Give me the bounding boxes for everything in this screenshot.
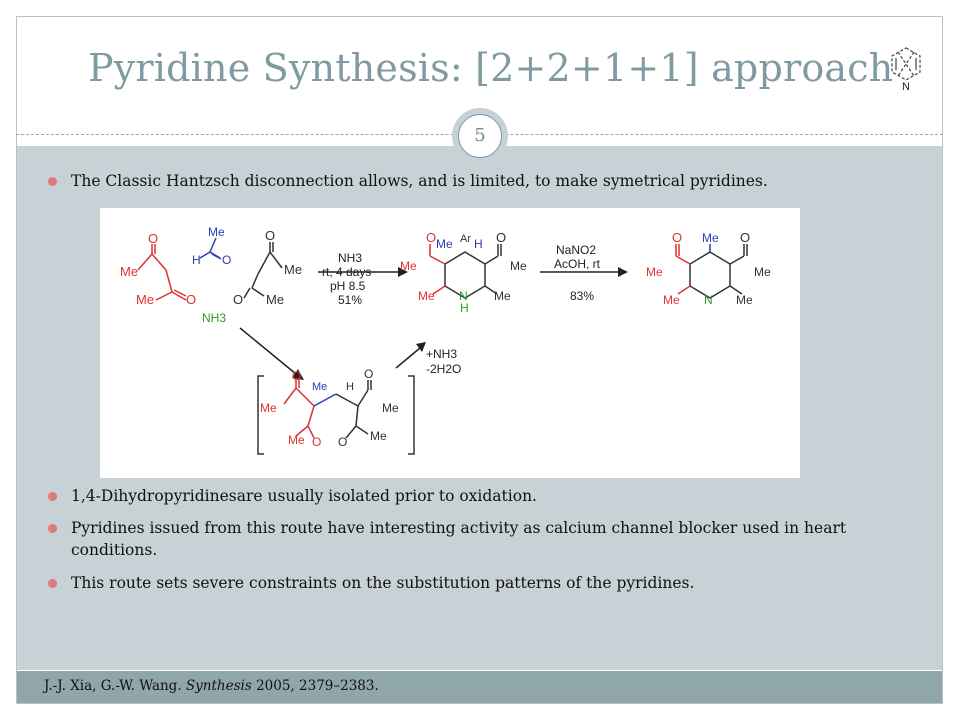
ammonia-label: NH3 [202,311,226,325]
svg-text:Me: Me [418,289,435,303]
reaction-scheme-drawing: O Me Me O Me H O NH3 O Me O Me NH3 rt, 4… [120,225,771,455]
bullet-item: Pyridines issued from this route have in… [48,517,920,561]
footer-bar [17,671,942,703]
intermediate-structure [283,378,372,439]
bullet-item: This route sets severe constraints on th… [48,572,920,594]
svg-text:pH 8.5: pH 8.5 [330,279,366,293]
bullet-dot-icon [48,524,57,533]
svg-text:O: O [338,435,347,449]
svg-text:Me: Me [382,401,399,415]
svg-text:H: H [346,381,354,393]
bullet-dot-icon [48,177,57,186]
svg-text:O: O [233,292,243,307]
bullet-item: 1,4-Dihydropyridinesare usually isolated… [48,485,920,507]
reaction-scheme: O Me Me O Me H O NH3 O Me O Me NH3 rt, 4… [100,208,800,478]
svg-text:Me: Me [436,237,453,251]
citation-journal: Synthesis [185,678,252,694]
svg-text:Me: Me [136,292,154,307]
aldehyde-blue-structure [199,237,222,260]
pyridine-logo-icon: N [891,47,921,93]
svg-text:O: O [496,230,506,245]
svg-text:O: O [292,369,301,383]
svg-text:Me: Me [260,401,277,415]
svg-text:Ar: Ar [460,233,471,245]
pyridine-product-structure [675,244,748,299]
svg-text:H: H [474,237,483,251]
svg-text:O: O [222,253,231,267]
svg-text:Me: Me [266,292,284,307]
svg-text:Me: Me [288,433,305,447]
svg-text:51%: 51% [338,293,362,307]
svg-text:Me: Me [754,265,771,279]
svg-text:NH3: NH3 [338,251,362,265]
bullet-dot-icon [48,492,57,501]
svg-text:Me: Me [400,259,417,273]
svg-text:N: N [459,289,468,303]
svg-text:Me: Me [646,265,663,279]
svg-text:O: O [426,230,436,245]
svg-text:Me: Me [736,293,753,307]
bullet-item: The Classic Hantzsch disconnection allow… [48,170,920,192]
citation-ref: 2005, 2379–2383. [251,678,379,694]
svg-text:Me: Me [494,289,511,303]
bullet-text: Pyridines issued from this route have in… [71,519,847,559]
svg-text:O: O [265,228,275,243]
svg-text:Me: Me [120,264,138,279]
bullet-text: The Classic Hantzsch disconnection allow… [71,172,768,190]
svg-text:Me: Me [370,429,387,443]
svg-text:Me: Me [284,262,302,277]
bullet-dot-icon [48,579,57,588]
svg-text:NaNO2: NaNO2 [556,243,596,257]
svg-text:O: O [186,292,196,307]
svg-text:Me: Me [208,225,225,239]
dihydropyridine-structure [429,244,502,299]
citation-authors: J.-J. Xia, G.-W. Wang. [44,678,186,694]
svg-text:83%: 83% [570,289,594,303]
svg-text:+NH3: +NH3 [426,347,457,361]
slide-title: Pyridine Synthesis: [2+2+1+1] approach [88,46,894,90]
svg-text:Me: Me [510,259,527,273]
svg-text:O: O [312,435,321,449]
intermediate-brackets [257,375,415,455]
svg-text:-2H2O: -2H2O [426,362,461,376]
svg-text:Me: Me [702,231,719,245]
svg-text:O: O [364,367,373,381]
svg-text:H: H [460,301,469,315]
svg-text:H: H [192,253,201,267]
svg-text:AcOH, rt: AcOH, rt [554,257,601,271]
svg-text:O: O [672,230,682,245]
svg-text:rt, 4 days: rt, 4 days [322,265,371,279]
bullet-text: This route sets severe constraints on th… [71,574,695,592]
page-number: 5 [458,114,502,158]
svg-text:O: O [740,230,750,245]
svg-text:O: O [148,231,158,246]
diketone-black-structure [243,242,283,299]
svg-text:N: N [704,293,713,307]
svg-text:Me: Me [312,381,327,393]
logo-letter: N [902,81,910,93]
svg-text:Me: Me [663,293,680,307]
citation: J.-J. Xia, G.-W. Wang. Synthesis 2005, 2… [44,678,379,694]
bullet-text: 1,4-Dihydropyridinesare usually isolated… [71,487,537,505]
diketone-red-structure [137,244,187,301]
